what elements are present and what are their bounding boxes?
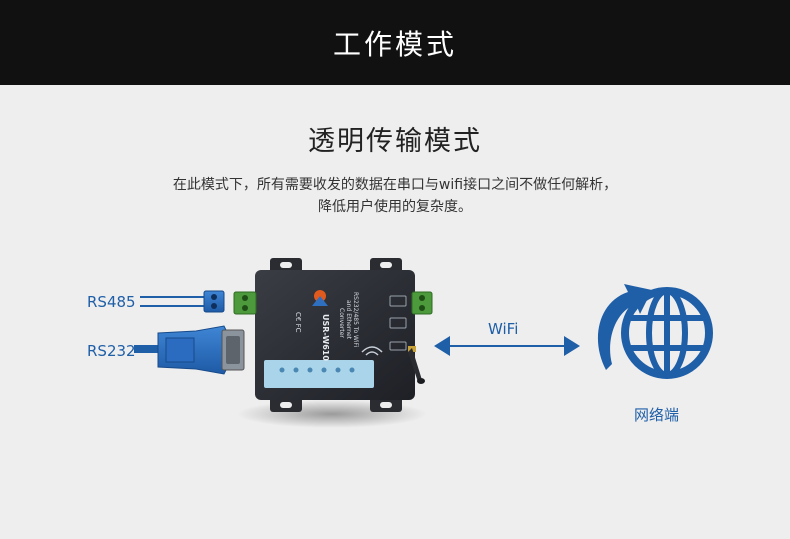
device-certification-marks: C€ FC xyxy=(294,312,302,333)
device-title-line-1: RS232/485 To WiFi xyxy=(352,292,359,348)
header-bar: 工作模式 xyxy=(0,0,790,85)
wifi-bidirectional-arrow xyxy=(434,336,580,356)
network-label: 网络端 xyxy=(634,406,679,424)
globe-icon xyxy=(597,284,713,379)
wifi-label: WiFi xyxy=(488,320,518,338)
usr-w610-device: RS232/485 To WiFi and Ethernet Converter… xyxy=(233,258,433,412)
rs485-label: RS485 xyxy=(87,293,136,311)
rs485-wires xyxy=(140,296,206,307)
section-title: 透明传输模式 xyxy=(308,126,482,157)
device-title-line-3: Converter xyxy=(338,308,345,338)
description-line-1: 在此模式下，所有需要收发的数据在串口与wifi接口之间不做任何解析， xyxy=(172,177,618,193)
rs232-label: RS232 xyxy=(87,342,136,360)
antenna xyxy=(408,346,425,384)
description-line-2: 降低用户使用的复杂度。 xyxy=(318,199,472,215)
header-title: 工作模式 xyxy=(332,27,457,61)
rs232-db9-connector xyxy=(134,325,245,375)
device-model-label: USR-W610 xyxy=(321,314,330,361)
rs485-terminal-block xyxy=(203,290,225,313)
device-title-line-2: and Ethernet xyxy=(345,300,352,340)
